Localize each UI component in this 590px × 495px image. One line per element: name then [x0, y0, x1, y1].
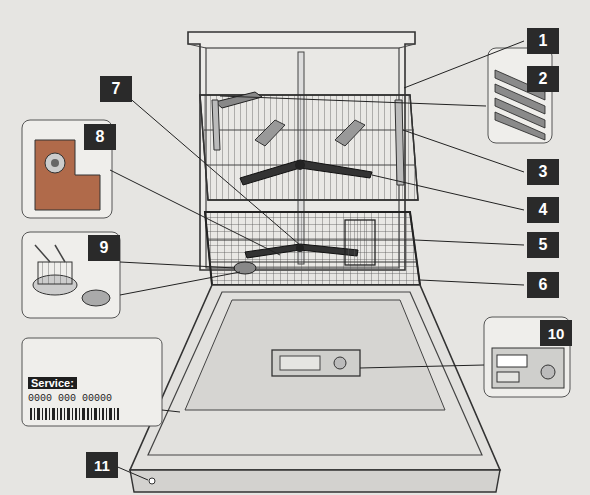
callout-number: 10 — [540, 320, 572, 346]
callout-number: 7 — [100, 76, 132, 102]
callout-number: 8 — [84, 124, 116, 150]
callout-number: 6 — [527, 272, 559, 298]
callout-number: 4 — [527, 197, 559, 223]
service-label: Service: — [28, 377, 77, 389]
service-number: 0000 000 00000 — [28, 393, 112, 404]
callout-number: 3 — [527, 159, 559, 185]
callout-number: 11 — [86, 452, 118, 478]
callout-number: 9 — [88, 235, 120, 261]
callout-number: 2 — [527, 66, 559, 92]
callout-number: 1 — [527, 28, 559, 54]
callout-number: 5 — [527, 232, 559, 258]
